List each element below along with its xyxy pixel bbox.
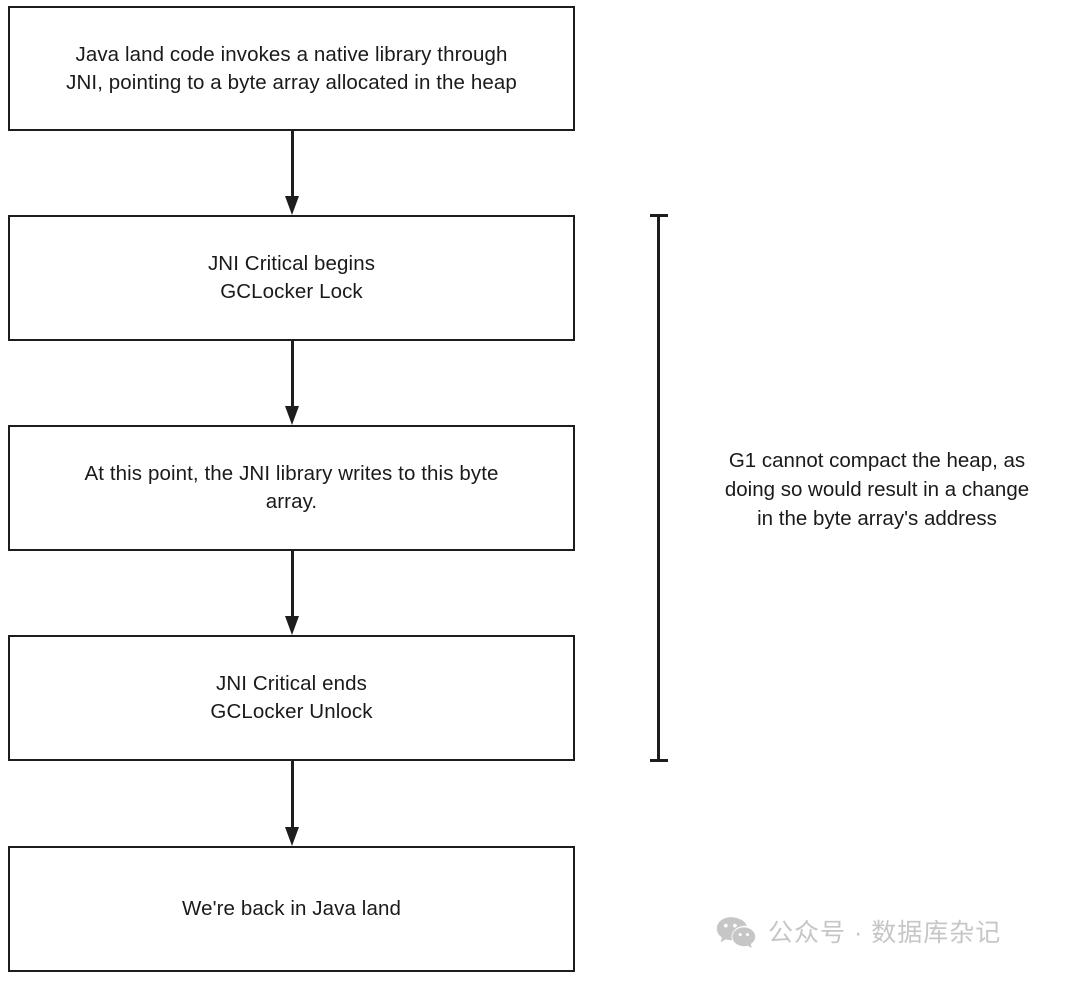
flow-node-label: Java land code invokes a native library …: [66, 42, 517, 94]
arrow-head-down-icon: [285, 406, 299, 425]
connector-arrow-1: [285, 131, 299, 215]
watermark: 公众号 · 数据库杂记: [716, 916, 1001, 950]
flow-node-label: JNI Critical ends GCLocker Unlock: [210, 672, 373, 723]
bracket-stem: [657, 214, 660, 762]
arrow-head-down-icon: [285, 616, 299, 635]
connector-arrow-4: [285, 761, 299, 846]
flow-node-label: JNI Critical begins GCLocker Lock: [207, 252, 376, 303]
connector-arrow-3: [285, 551, 299, 635]
wechat-icon: [716, 916, 756, 950]
flow-node-label: We're back in Java land: [182, 897, 401, 920]
flow-node-jni-critical-begins: JNI Critical begins GCLocker Lock: [8, 215, 575, 341]
connector-stem: [291, 761, 294, 827]
watermark-text: 公众号 · 数据库杂记: [768, 918, 1002, 947]
flow-node-jni-critical-ends: JNI Critical ends GCLocker Unlock: [8, 635, 575, 761]
flow-node-jni-library-writes: At this point, the JNI library writes to…: [8, 425, 575, 551]
bracket-bottom-cap: [650, 759, 668, 762]
arrow-head-down-icon: [285, 827, 299, 846]
span-bracket: [650, 214, 668, 762]
connector-stem: [291, 131, 294, 196]
flow-node-java-invokes-native: Java land code invokes a native library …: [8, 6, 575, 131]
arrow-head-down-icon: [285, 196, 299, 215]
flow-node-back-in-java-land: We're back in Java land: [8, 846, 575, 972]
connector-stem: [291, 341, 294, 406]
flow-node-label: At this point, the JNI library writes to…: [84, 462, 499, 513]
bracket-annotation-text: G1 cannot compact the heap, as doing so …: [724, 449, 1030, 530]
connector-arrow-2: [285, 341, 299, 425]
connector-stem: [291, 551, 294, 616]
